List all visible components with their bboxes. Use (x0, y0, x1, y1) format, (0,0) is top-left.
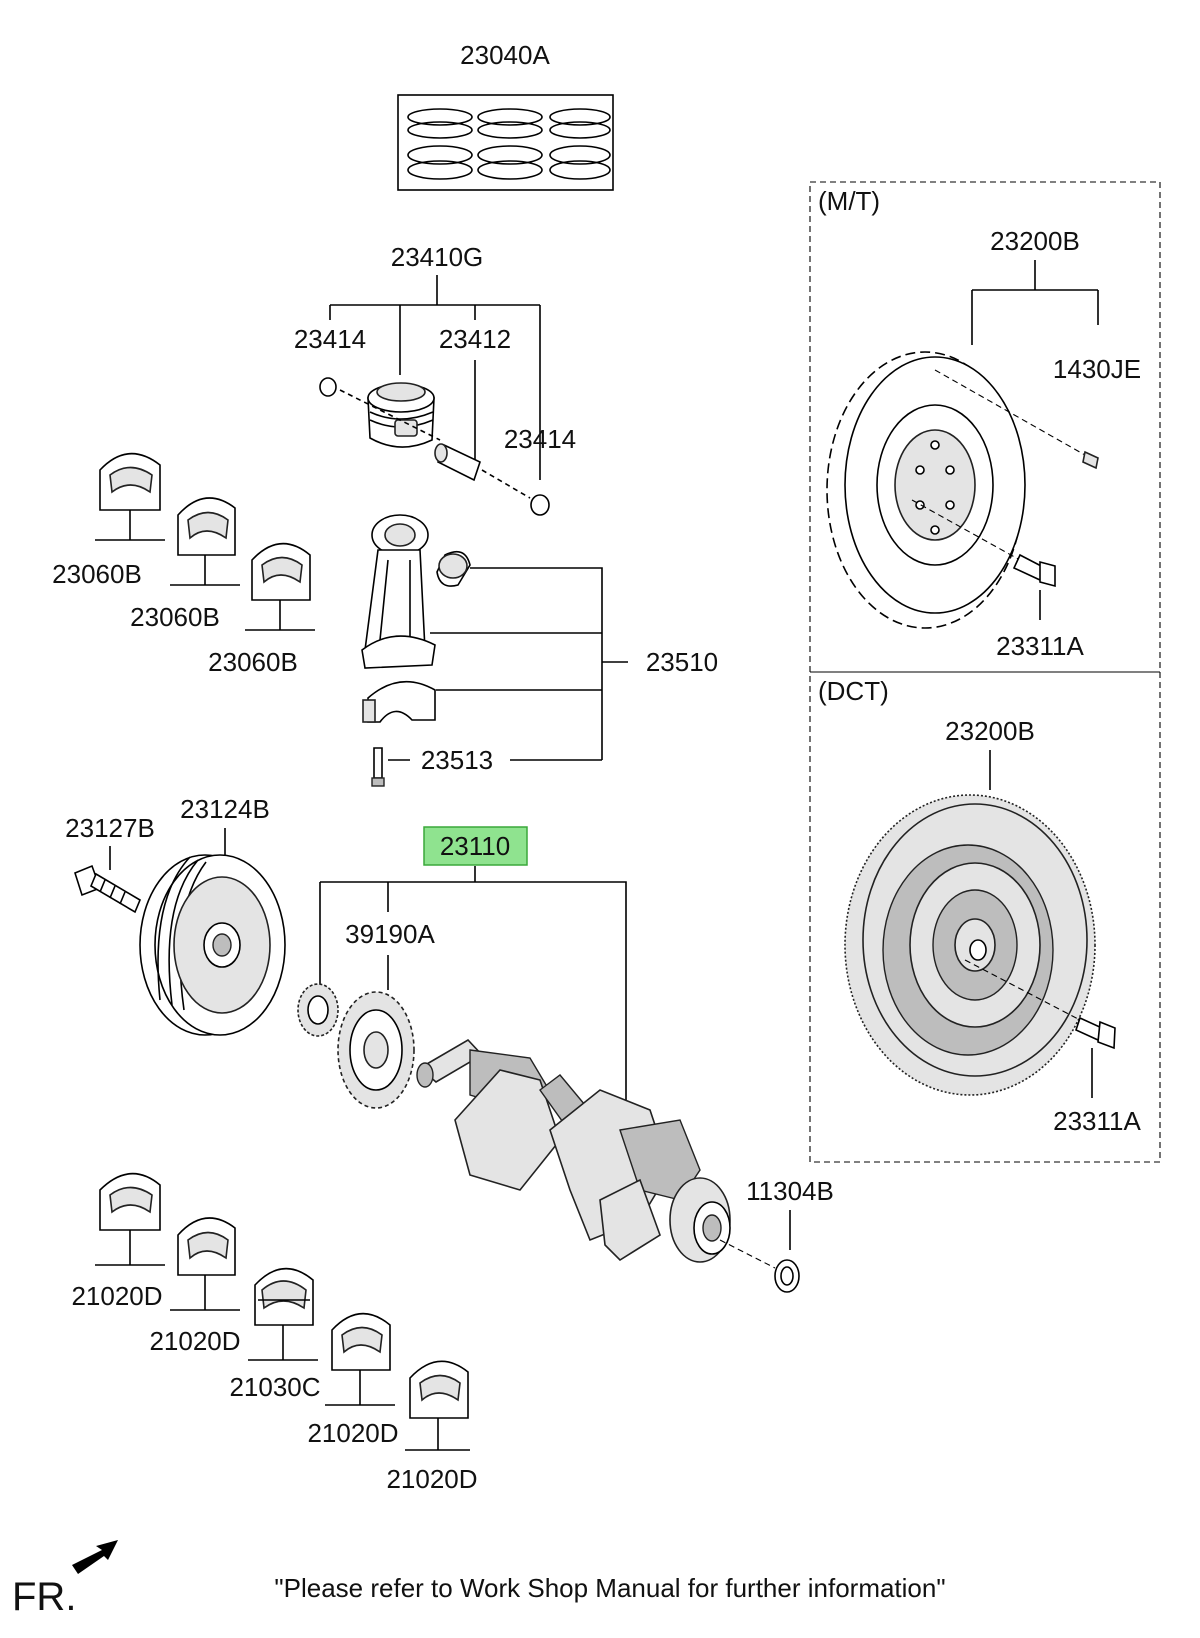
part-label-21020d-4[interactable]: 21020D (386, 1464, 477, 1494)
part-label-23513[interactable]: 23513 (421, 745, 493, 775)
piston-ring-set-graphic (397, 94, 614, 191)
part-label-23414-left[interactable]: 23414 (294, 324, 366, 354)
part-label-23060b-1[interactable]: 23060B (52, 559, 142, 589)
thrust-bearing-graphic (248, 1267, 318, 1361)
part-label-23040a[interactable]: 23040A (460, 40, 550, 70)
main-bearing-1-graphic (95, 1172, 165, 1266)
part-label-21020d-3[interactable]: 21020D (307, 1418, 398, 1448)
dct-flywheel-graphic (844, 794, 1116, 1098)
conrod-bearing-2-graphic (170, 497, 240, 586)
connecting-rod-graphic (361, 514, 471, 787)
part-label-23124b[interactable]: 23124B (180, 794, 270, 824)
crankshaft-graphic (416, 1038, 731, 1263)
part-label-23414-right[interactable]: 23414 (504, 424, 576, 454)
part-label-23311a-dct[interactable]: 23311A (1053, 1106, 1141, 1136)
part-label-23311a-mt[interactable]: 23311A (996, 631, 1084, 661)
dct-box-title: (DCT) (818, 676, 889, 706)
conrod-bearing-3-graphic (245, 542, 315, 631)
part-label-1430je[interactable]: 1430JE (1053, 354, 1141, 384)
part-label-23510[interactable]: 23510 (646, 647, 718, 677)
footer-note: "Please refer to Work Shop Manual for fu… (274, 1573, 945, 1603)
dct-box (809, 671, 1161, 1163)
part-label-23060b-3[interactable]: 23060B (208, 647, 298, 677)
main-bearing-2-graphic (170, 1217, 240, 1311)
part-label-23127b[interactable]: 23127B (65, 813, 155, 843)
part-label-23110[interactable]: 23110 (440, 831, 510, 861)
part-label-23412[interactable]: 23412 (439, 324, 511, 354)
part-label-23200b-dct[interactable]: 23200B (945, 716, 1035, 746)
piston-graphic (319, 377, 550, 516)
part-label-21030c[interactable]: 21030C (229, 1372, 320, 1402)
part-label-21020d-2[interactable]: 21020D (149, 1326, 240, 1356)
front-direction-label: FR. (12, 1575, 76, 1619)
crankshaft-label-highlight (423, 826, 528, 866)
part-label-39190a[interactable]: 39190A (345, 919, 435, 949)
part-label-23410g[interactable]: 23410G (391, 242, 484, 272)
piston-assembly-leader (329, 275, 541, 480)
part-label-21020d-1[interactable]: 21020D (71, 1281, 162, 1311)
mt-flywheel-leader (971, 260, 1099, 345)
crank-pulley-graphic (139, 828, 286, 1036)
timing-gear-small-graphic (297, 983, 339, 1037)
part-label-11304b[interactable]: 11304B (746, 1176, 834, 1206)
part-label-23200b-mt[interactable]: 23200B (990, 226, 1080, 256)
crankshaft-leader (319, 866, 627, 1115)
main-bearing-4-graphic (405, 1360, 470, 1451)
front-direction-arrow-icon (72, 1540, 118, 1574)
sprocket-graphic (337, 991, 415, 1109)
pulley-bolt-graphic (74, 846, 142, 914)
main-bearing-3-graphic (325, 1312, 395, 1406)
mt-box-title: (M/T) (818, 186, 880, 216)
rear-seal-graphic (719, 1210, 800, 1293)
mt-flywheel-graphic (826, 351, 1099, 629)
part-label-23060b-2[interactable]: 23060B (130, 602, 220, 632)
connecting-rod-leader (430, 567, 628, 761)
conrod-bearing-1-graphic (95, 452, 165, 541)
